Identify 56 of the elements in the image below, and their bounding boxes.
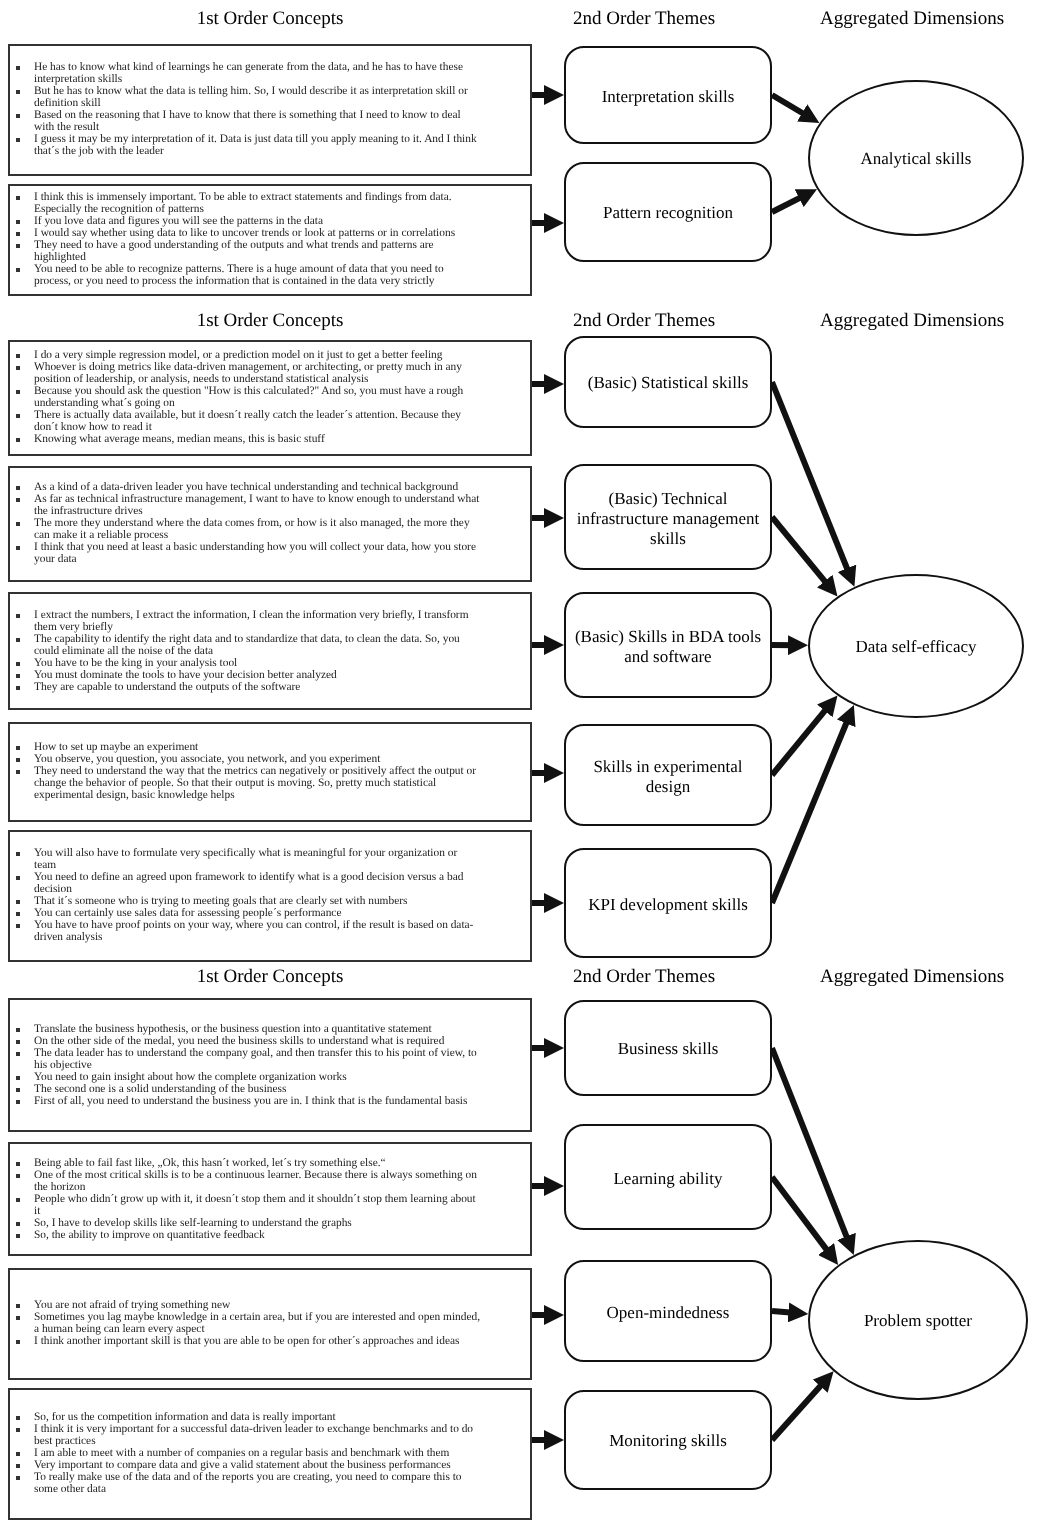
dimension-ellipse: Analytical skills bbox=[808, 80, 1024, 236]
quote-box bbox=[8, 340, 532, 456]
arrow bbox=[532, 893, 564, 913]
column-heading: Aggregated Dimensions bbox=[819, 312, 1005, 334]
arrow bbox=[769, 1175, 839, 1265]
quote-box bbox=[8, 592, 532, 710]
arrow bbox=[532, 508, 564, 528]
arrow bbox=[532, 374, 564, 394]
quote-box bbox=[8, 1268, 532, 1380]
column-heading: 1st Order Concepts bbox=[196, 312, 344, 334]
theme-box: Business skills bbox=[564, 1000, 772, 1096]
dimension-ellipse: Data self-efficacy bbox=[808, 574, 1024, 718]
theme-box: (Basic) Skills in BDA tools and software bbox=[564, 592, 772, 698]
theme-box: Monitoring skills bbox=[564, 1390, 772, 1490]
theme-box: (Basic) Statistical skills bbox=[564, 336, 772, 428]
quote-box bbox=[8, 1142, 532, 1256]
arrow bbox=[532, 213, 564, 233]
column-heading: 1st Order Concepts bbox=[196, 10, 344, 32]
theme-box: Interpretation skills bbox=[564, 46, 772, 144]
quote-box bbox=[8, 466, 532, 582]
theme-box: KPI development skills bbox=[564, 848, 772, 958]
quote-box bbox=[8, 998, 532, 1132]
column-heading: 2nd Order Themes bbox=[572, 968, 716, 990]
arrow bbox=[532, 1305, 564, 1325]
column-heading: 2nd Order Themes bbox=[572, 312, 716, 334]
arrow bbox=[769, 1046, 856, 1256]
arrow bbox=[769, 704, 856, 905]
arrow bbox=[771, 635, 808, 656]
column-heading: 2nd Order Themes bbox=[572, 10, 716, 32]
quote-box bbox=[8, 184, 532, 296]
arrow bbox=[769, 695, 838, 777]
arrow bbox=[770, 92, 820, 124]
theme-box: Pattern recognition bbox=[564, 162, 772, 262]
theme-box: (Basic) Technical infrastructure management skills bbox=[564, 464, 772, 570]
column-heading: Aggregated Dimensions bbox=[819, 968, 1005, 990]
arrow bbox=[532, 85, 564, 105]
theme-box: Learning ability bbox=[564, 1124, 772, 1230]
theme-box: Skills in experimental design bbox=[564, 724, 772, 826]
column-heading: Aggregated Dimensions bbox=[819, 10, 1005, 32]
dimension-ellipse: Problem spotter bbox=[808, 1240, 1028, 1400]
arrow bbox=[770, 189, 817, 215]
arrow bbox=[769, 1371, 834, 1442]
quote-box bbox=[8, 722, 532, 822]
arrow bbox=[771, 1302, 809, 1323]
quote-box bbox=[8, 1388, 532, 1520]
arrow bbox=[532, 1038, 564, 1058]
arrow bbox=[532, 763, 564, 783]
arrow bbox=[532, 635, 564, 655]
quote-box bbox=[8, 44, 532, 176]
arrow bbox=[769, 380, 857, 587]
column-heading: 1st Order Concepts bbox=[196, 968, 344, 990]
arrow bbox=[532, 1176, 564, 1196]
theme-box: Open-mindedness bbox=[564, 1260, 772, 1362]
arrow bbox=[769, 515, 838, 597]
arrow bbox=[532, 1430, 564, 1450]
quote-box bbox=[8, 830, 532, 962]
